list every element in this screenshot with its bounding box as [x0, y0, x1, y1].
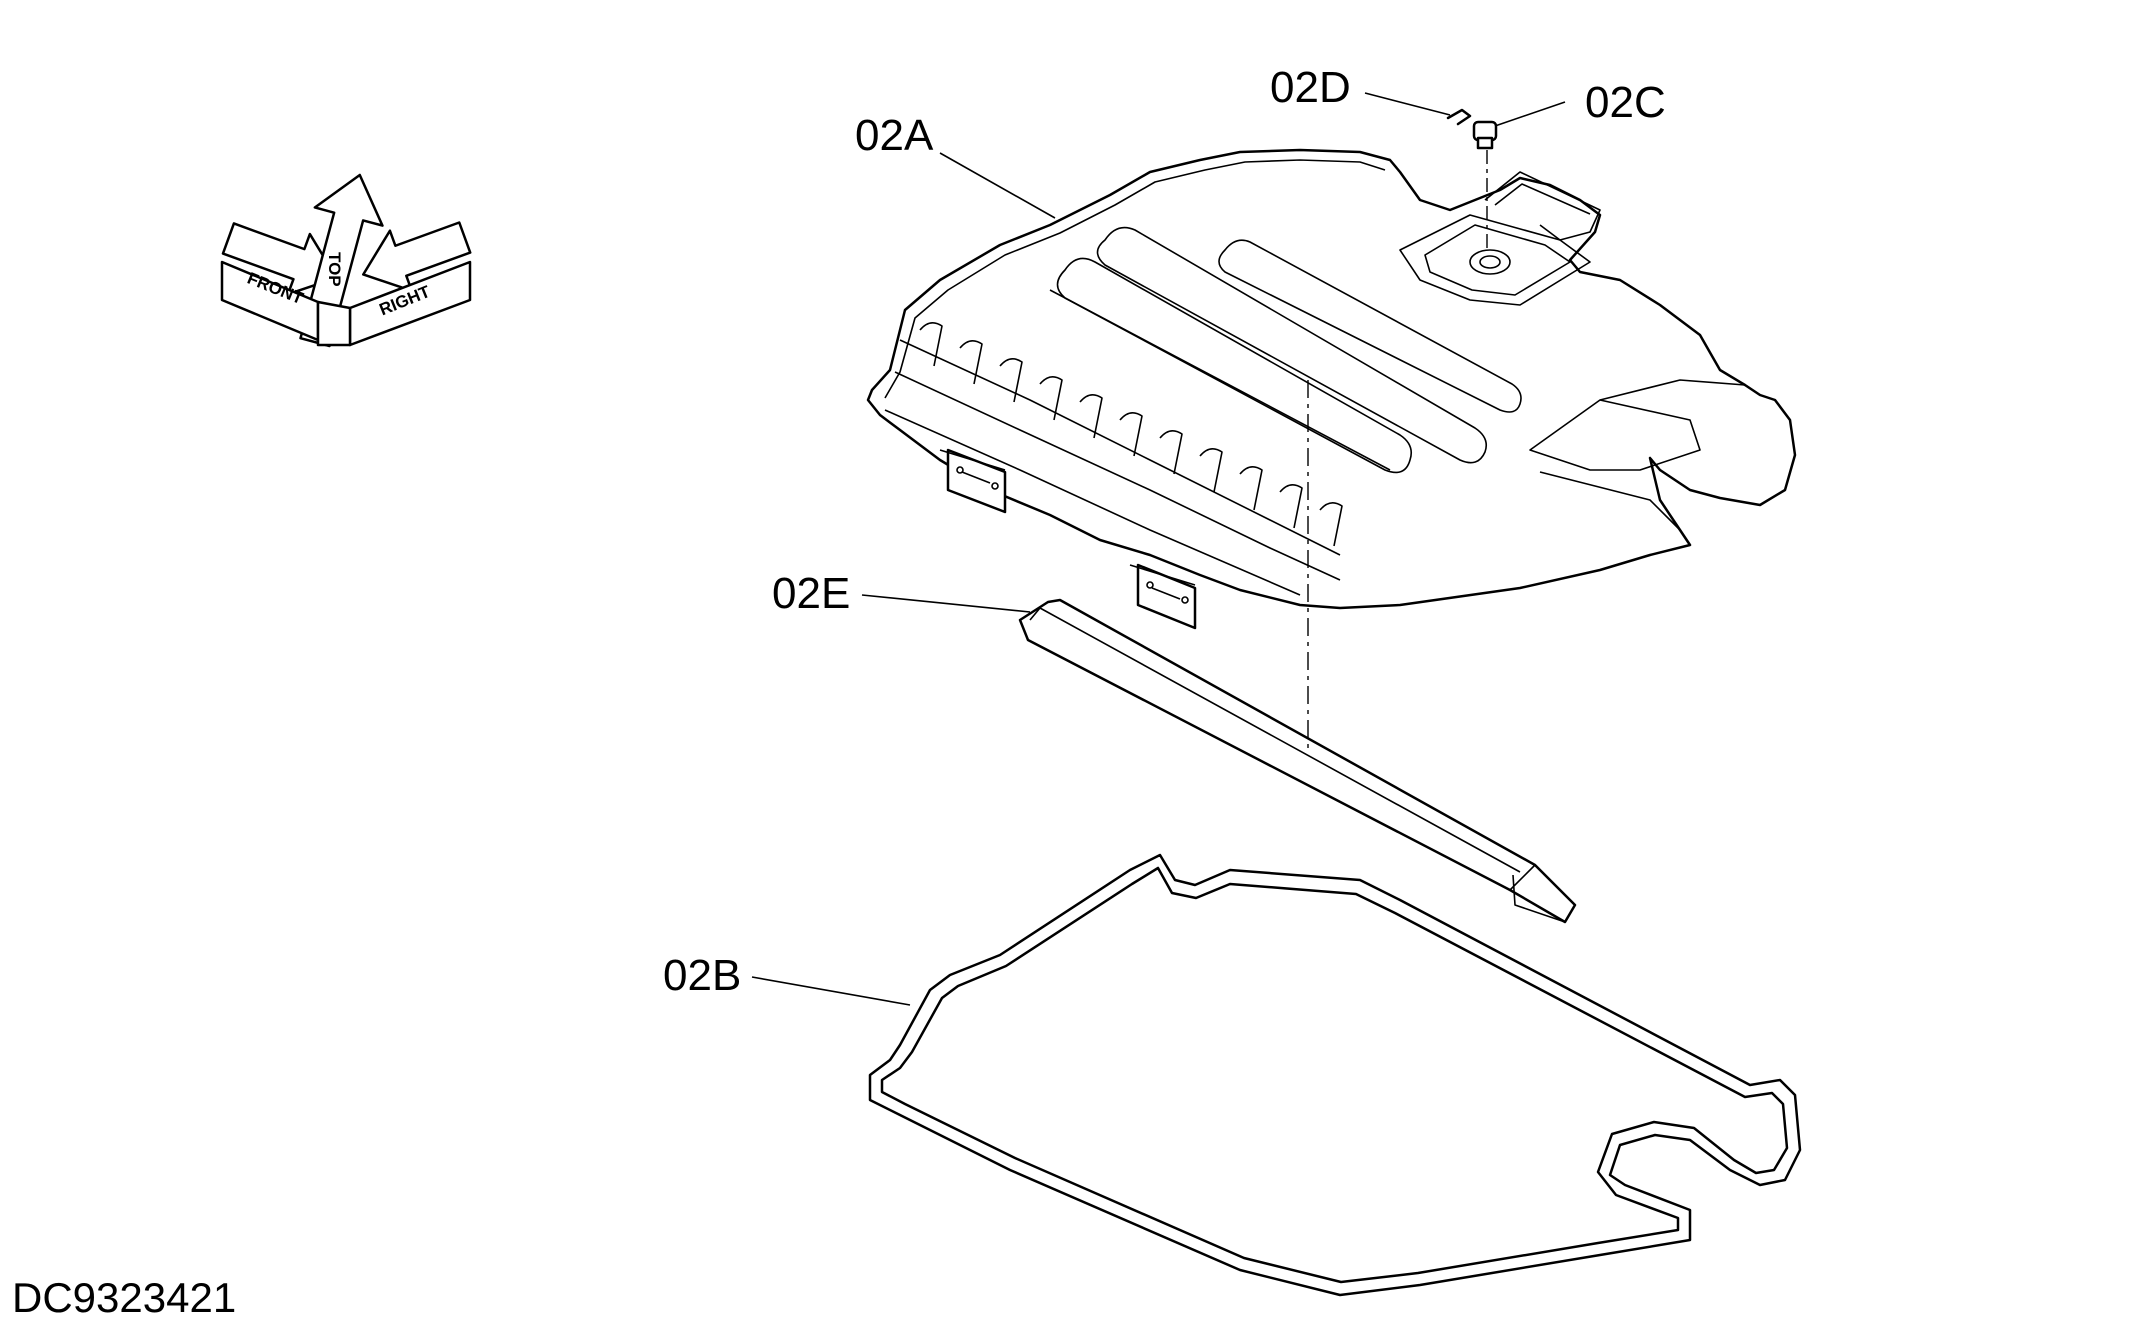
top-face: [316, 300, 352, 347]
leader-lines: [751, 92, 1566, 1006]
cover-cap-recess: [1399, 214, 1591, 306]
cover-handle: [1484, 171, 1601, 241]
callout-02c: 02C: [1585, 78, 1666, 127]
callout-02d: 02D: [1270, 63, 1351, 112]
cover-slot-3: [1218, 239, 1522, 413]
document-number: DC9323421: [12, 1274, 236, 1321]
leader-02a: [939, 152, 1056, 219]
part-02e-strip: [1018, 598, 1577, 924]
orientation-top-label: TOP: [325, 252, 344, 287]
part-02d-clip: [1446, 108, 1472, 126]
orientation-indicator: FRONT RIGHT TOP: [220, 173, 472, 348]
cover-slot-1: [1056, 257, 1413, 474]
cover-hinge-right: [1129, 563, 1197, 630]
cover-hinge-left: [939, 448, 1007, 514]
callout-02b: 02B: [663, 951, 741, 1000]
callout-labels: 02A 02B 02C 02D 02E: [663, 63, 1666, 1000]
leader-02b: [751, 976, 911, 1006]
cover-ribs: [919, 322, 1343, 547]
front-arrow: [221, 222, 338, 296]
leader-02d: [1364, 92, 1451, 116]
leader-02e: [861, 594, 1031, 613]
right-arrow: [362, 221, 472, 293]
callout-02e: 02E: [772, 569, 850, 618]
part-02b-gasket: [868, 853, 1802, 1297]
part-02c-cap: [1472, 120, 1498, 150]
cover-slot-2: [1096, 226, 1488, 464]
leader-02c: [1494, 101, 1566, 127]
part-02a-cover: [866, 148, 1797, 630]
callout-02a: 02A: [855, 111, 934, 160]
